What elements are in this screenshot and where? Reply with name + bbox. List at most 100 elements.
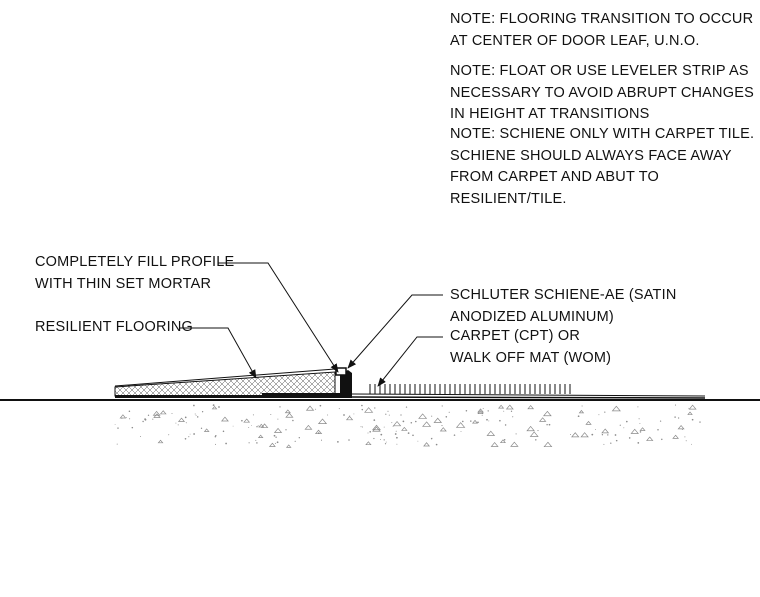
aggregate-mark [305, 405, 315, 411]
sand-dot [116, 443, 118, 445]
sand-dot [499, 419, 501, 422]
sand-dot [315, 408, 317, 410]
sand-dot [681, 428, 683, 430]
aggregate-mark [364, 407, 374, 413]
sand-dot [248, 442, 250, 444]
aggregate-mark [285, 412, 294, 418]
sand-dot [481, 414, 483, 416]
aggregate-mark [646, 436, 654, 441]
sand-dot [175, 422, 177, 424]
sand-dot [477, 421, 479, 424]
aggregate-mark [153, 413, 161, 418]
sand-dot [349, 415, 351, 417]
aggregate-mark [687, 411, 693, 415]
leader-resilient [180, 327, 257, 379]
sand-dot [273, 434, 276, 437]
sand-dot [292, 419, 294, 422]
sand-dot [279, 406, 281, 408]
label-carpet-line1: CARPET (CPT) OR [450, 328, 581, 344]
sand-dot [684, 436, 686, 438]
sand-dot [430, 438, 433, 440]
aggregate-mark [672, 434, 679, 439]
aggregate-mark [639, 427, 646, 431]
aggregate-mark [392, 421, 402, 427]
sand-dot [319, 404, 322, 407]
sand-dot [250, 424, 252, 426]
sand-dot [298, 437, 300, 439]
sand-dot [256, 426, 258, 428]
aggregate-mark [177, 417, 186, 422]
sand-dot [591, 433, 594, 436]
sand-dot [384, 443, 387, 445]
sand-dot [193, 404, 195, 407]
sand-dot [385, 441, 387, 443]
sand-dot [195, 414, 197, 416]
sand-dot [196, 416, 199, 418]
sand-dot [623, 427, 625, 429]
sand-dot [353, 413, 355, 415]
sand-dot [201, 411, 204, 413]
leader-carpet [377, 336, 443, 387]
sand-dot [385, 413, 387, 415]
sand-dot [431, 415, 433, 417]
sand-dot [546, 423, 548, 426]
sand-dot [607, 434, 609, 436]
sand-dot [338, 408, 340, 410]
aggregate-mark [423, 442, 431, 447]
aggregate-mark [268, 442, 276, 447]
resilient-top-line [114, 368, 336, 387]
aggregate-mark [317, 418, 328, 424]
sand-dot [482, 408, 484, 409]
sand-dot [275, 436, 277, 438]
label-resilient-line1: RESILIENT FLOORING [35, 319, 194, 335]
sand-dot [394, 433, 397, 435]
sand-dot [637, 442, 640, 444]
sand-dot [548, 423, 551, 426]
aggregate-mark [455, 422, 466, 428]
sand-dot [581, 405, 583, 407]
sand-dot [144, 418, 146, 420]
sand-dot [604, 411, 606, 413]
note-schiene: NOTE: SCHIENE ONLY WITH CARPET TILE. SCH… [450, 126, 755, 207]
aggregate-mark [372, 426, 381, 432]
sand-dot [222, 430, 225, 433]
sand-dot [168, 434, 170, 436]
sand-dot [317, 432, 320, 434]
sand-dot [674, 404, 677, 406]
sand-dot [285, 429, 287, 431]
sand-dot [255, 439, 257, 441]
sand-dot [512, 416, 514, 418]
sand-dot [387, 410, 389, 412]
sand-dot [488, 420, 490, 422]
label-carpet-line2: WALK OFF MAT (WOM) [450, 349, 612, 366]
aggregate-mark [542, 410, 552, 417]
sand-dot [619, 424, 621, 426]
sand-dot [373, 419, 376, 421]
aggregate-mark [486, 430, 496, 436]
carpet-tufts [369, 384, 571, 394]
sand-dot [614, 434, 617, 436]
aggregate-mark [345, 415, 354, 421]
sand-dot [626, 420, 628, 423]
sand-dot [415, 420, 417, 423]
aggregate-mark [688, 404, 697, 410]
sand-dot [412, 434, 414, 437]
aggregate-mark [273, 427, 283, 433]
sand-dot [460, 430, 462, 432]
sand-dot [615, 439, 618, 442]
sand-dot [395, 430, 397, 432]
note-leveler: NOTE: FLOAT OR USE LEVELER STRIP AS NECE… [450, 63, 754, 122]
sand-dot [510, 410, 513, 412]
sand-dot [248, 427, 250, 429]
sand-dot [147, 414, 150, 416]
aggregate-mark [285, 444, 292, 448]
sand-dot [441, 405, 443, 407]
note-transition: NOTE: FLOORING TRANSITION TO OCCUR AT CE… [450, 11, 754, 49]
sand-dot [595, 429, 596, 431]
sand-dot [637, 406, 639, 408]
aggregate-mark [538, 417, 547, 422]
sand-dot [639, 431, 642, 433]
sand-dot [184, 416, 187, 419]
aggregate-mark [527, 405, 535, 410]
